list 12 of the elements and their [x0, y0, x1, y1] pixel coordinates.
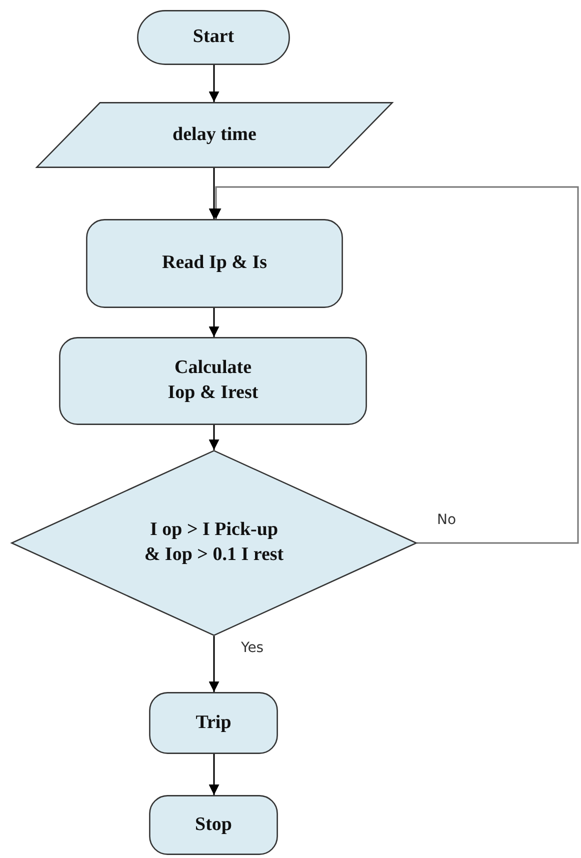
node-text: Start — [192, 25, 234, 50]
node-text: Read Ip & Is — [162, 251, 268, 276]
arrow — [208, 425, 220, 450]
arrow — [208, 308, 220, 337]
arrow — [208, 65, 220, 102]
node-text: delay time — [172, 122, 256, 147]
node-text: Trip — [196, 710, 232, 735]
node-text: Stop — [195, 812, 232, 837]
node-text: Calculate Iop & Irest — [166, 356, 260, 405]
arrow — [208, 636, 220, 692]
arrow — [208, 754, 220, 795]
node-text: I op > I Pick-up & Iop > 0.1 I rest — [143, 518, 285, 567]
